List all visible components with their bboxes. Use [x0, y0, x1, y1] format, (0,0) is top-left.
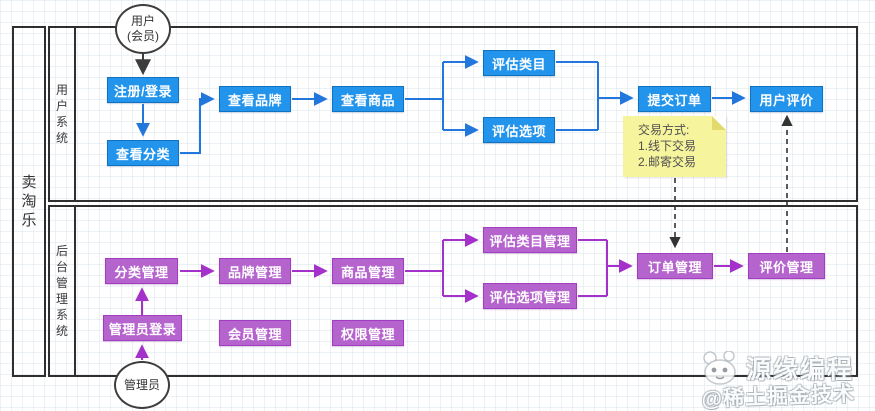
connector-eval-merge — [556, 61, 599, 131]
actor-admin-label: 管理员 — [123, 377, 160, 392]
node-category-mgmt[interactable]: 分类管理 — [105, 258, 178, 284]
connector-eval-mgmt-merge — [578, 239, 608, 297]
node-eval-option-mgmt[interactable]: 评估选项管理 — [483, 283, 577, 309]
node-admin-login[interactable]: 管理员登录 — [103, 315, 182, 341]
lane-user-system-label[interactable]: 用户系统 — [50, 28, 76, 200]
node-brand-mgmt[interactable]: 品牌管理 — [219, 258, 291, 284]
node-eval-category[interactable]: 评估类目 — [483, 50, 555, 76]
arrow-view-category-to-view-brand — [180, 92, 215, 154]
watermark-community: @稀土掘金技术社区 — [701, 382, 856, 411]
node-view-brand[interactable]: 查看品牌 — [219, 86, 291, 112]
node-register-login[interactable]: 注册/登录 — [107, 77, 179, 103]
lane-admin-system: 后台管理系统 — [48, 205, 858, 377]
actor-user-line1: 用户 — [130, 14, 155, 28]
node-user-review[interactable]: 用户评价 — [750, 86, 823, 112]
watermark-brand: 源缘编程 — [700, 350, 854, 386]
note-trade-methods[interactable]: 交易方式: 1.线下交易 2.邮寄交易 — [623, 116, 726, 177]
node-member-mgmt[interactable]: 会员管理 — [219, 320, 291, 346]
panda-logo-icon — [703, 351, 736, 385]
actor-user-line2: (会员) — [127, 29, 159, 43]
connector-view-product-split — [405, 62, 444, 130]
node-eval-category-mgmt[interactable]: 评估类目管理 — [483, 227, 577, 253]
node-eval-option[interactable]: 评估选项 — [483, 117, 555, 143]
lane-admin-system-label[interactable]: 后台管理系统 — [50, 207, 76, 375]
node-view-product[interactable]: 查看商品 — [332, 86, 404, 112]
node-review-mgmt[interactable]: 评价管理 — [748, 253, 825, 279]
node-view-category[interactable]: 查看分类 — [107, 140, 179, 166]
pool-title[interactable]: 卖淘乐 — [12, 26, 46, 377]
note-line3: 2.邮寄交易 — [638, 155, 697, 169]
actor-user[interactable]: 用户 (会员) — [115, 4, 171, 54]
actor-admin[interactable]: 管理员 — [114, 361, 170, 409]
note-line1: 交易方式: — [638, 123, 690, 137]
node-submit-order[interactable]: 提交订单 — [638, 86, 711, 112]
node-order-mgmt[interactable]: 订单管理 — [637, 253, 713, 279]
connector-product-mgmt-split — [405, 240, 444, 296]
node-product-mgmt[interactable]: 商品管理 — [332, 258, 404, 284]
watermark-brand-text: 源缘编程 — [746, 356, 855, 384]
note-line2: 1.线下交易 — [638, 139, 697, 153]
node-permission-mgmt[interactable]: 权限管理 — [332, 320, 404, 346]
lane-user-system: 用户系统 — [48, 26, 858, 202]
